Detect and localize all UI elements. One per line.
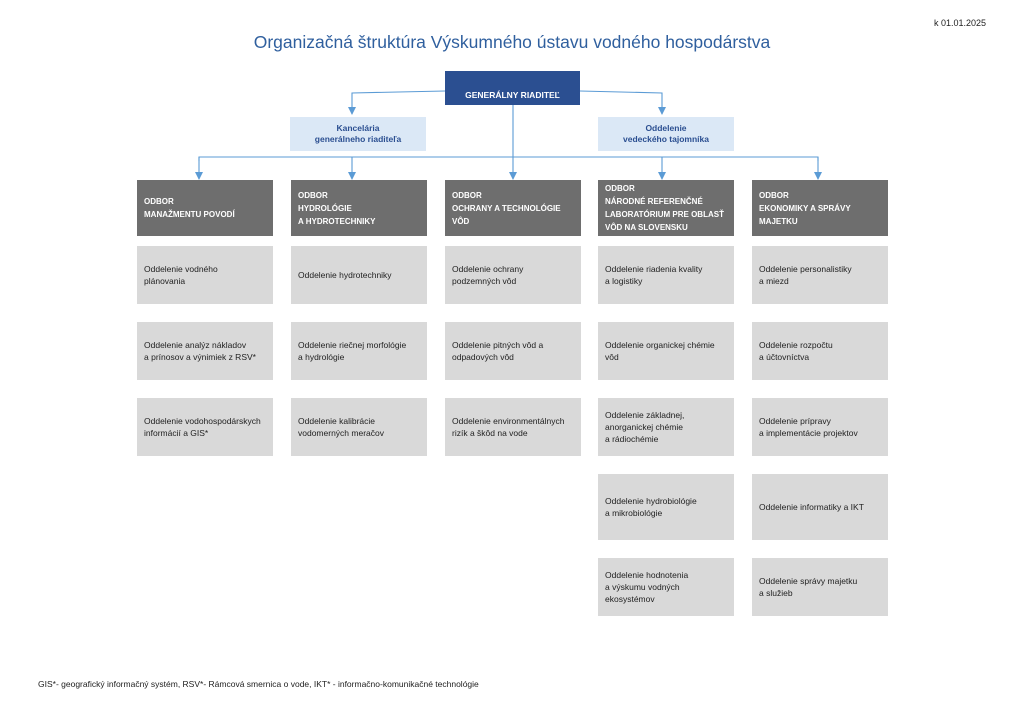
unit-river-morphology: Oddelenie riečnej morfológie a hydrológi… [291,322,427,380]
unit-environmental-risks: Oddelenie environmentálnych rizík a škôd… [445,398,581,456]
unit-inorganic-chemistry: Oddelenie základnej, anorganickej chémie… [598,398,734,456]
department-river-basin-management: ODBOR MANAŽMENTU POVODÍ [137,180,273,236]
unit-organic-chemistry: Oddelenie organickej chémie vôd [598,322,734,380]
director-label: GENERÁLNY RIADITEĽ [465,90,560,100]
unit-hydrobiology: Oddelenie hydrobiológie a mikrobiológie [598,474,734,540]
unit-ecosystem-assessment: Oddelenie hodnotenia a výskumu vodných e… [598,558,734,616]
staff-office-director: Kancelária generálneho riaditeľa [290,117,426,151]
unit-hydrotechnics: Oddelenie hydrotechniky [291,246,427,304]
director-box: GENERÁLNY RIADITEĽ [445,71,580,105]
unit-drinking-waste-water: Oddelenie pitných vôd a odpadových vôd [445,322,581,380]
unit-meter-calibration: Oddelenie kalibrácie vodomerných meračov [291,398,427,456]
connector-staff-right [579,90,666,115]
unit-project-preparation: Oddelenie prípravy a implementácie proje… [752,398,888,456]
unit-water-information-gis: Oddelenie vodohospodárskych informácií a… [137,398,273,456]
unit-water-planning: Oddelenie vodného plánovania [137,246,273,304]
unit-cost-benefit-analysis: Oddelenie analýz nákladov a prínosov a v… [137,322,273,380]
unit-quality-logistics: Oddelenie riadenia kvality a logistiky [598,246,734,304]
connector-staff-left [348,90,446,115]
unit-budget-accounting: Oddelenie rozpočtu a účtovníctva [752,322,888,380]
department-national-reference-laboratory: ODBOR NÁRODNÉ REFERENČNÉ LABORATÓRIUM PR… [598,180,734,236]
department-hydrology-hydrotechnics: ODBOR HYDROLÓGIE A HYDROTECHNIKY [291,180,427,236]
department-economics-property: ODBOR EKONOMIKY A SPRÁVY MAJETKU [752,180,888,236]
date-label: k 01.01.2025 [933,18,986,28]
department-water-protection: ODBOR OCHRANY A TECHNOLÓGIE VÔD [445,180,581,236]
unit-informatics-ict: Oddelenie informatiky a IKT [752,474,888,540]
footnote: GIS*- geografický informačný systém, RSV… [38,679,479,689]
unit-hr-payroll: Oddelenie personalistiky a miezd [752,246,888,304]
unit-property-services: Oddelenie správy majetku a služieb [752,558,888,616]
page-title: Organizačná štruktúra Výskumného ústavu … [253,32,771,52]
staff-scientific-secretary: Oddelenie vedeckého tajomníka [598,117,734,151]
unit-groundwater-protection: Oddelenie ochrany podzemných vôd [445,246,581,304]
connector-bus [198,156,819,161]
